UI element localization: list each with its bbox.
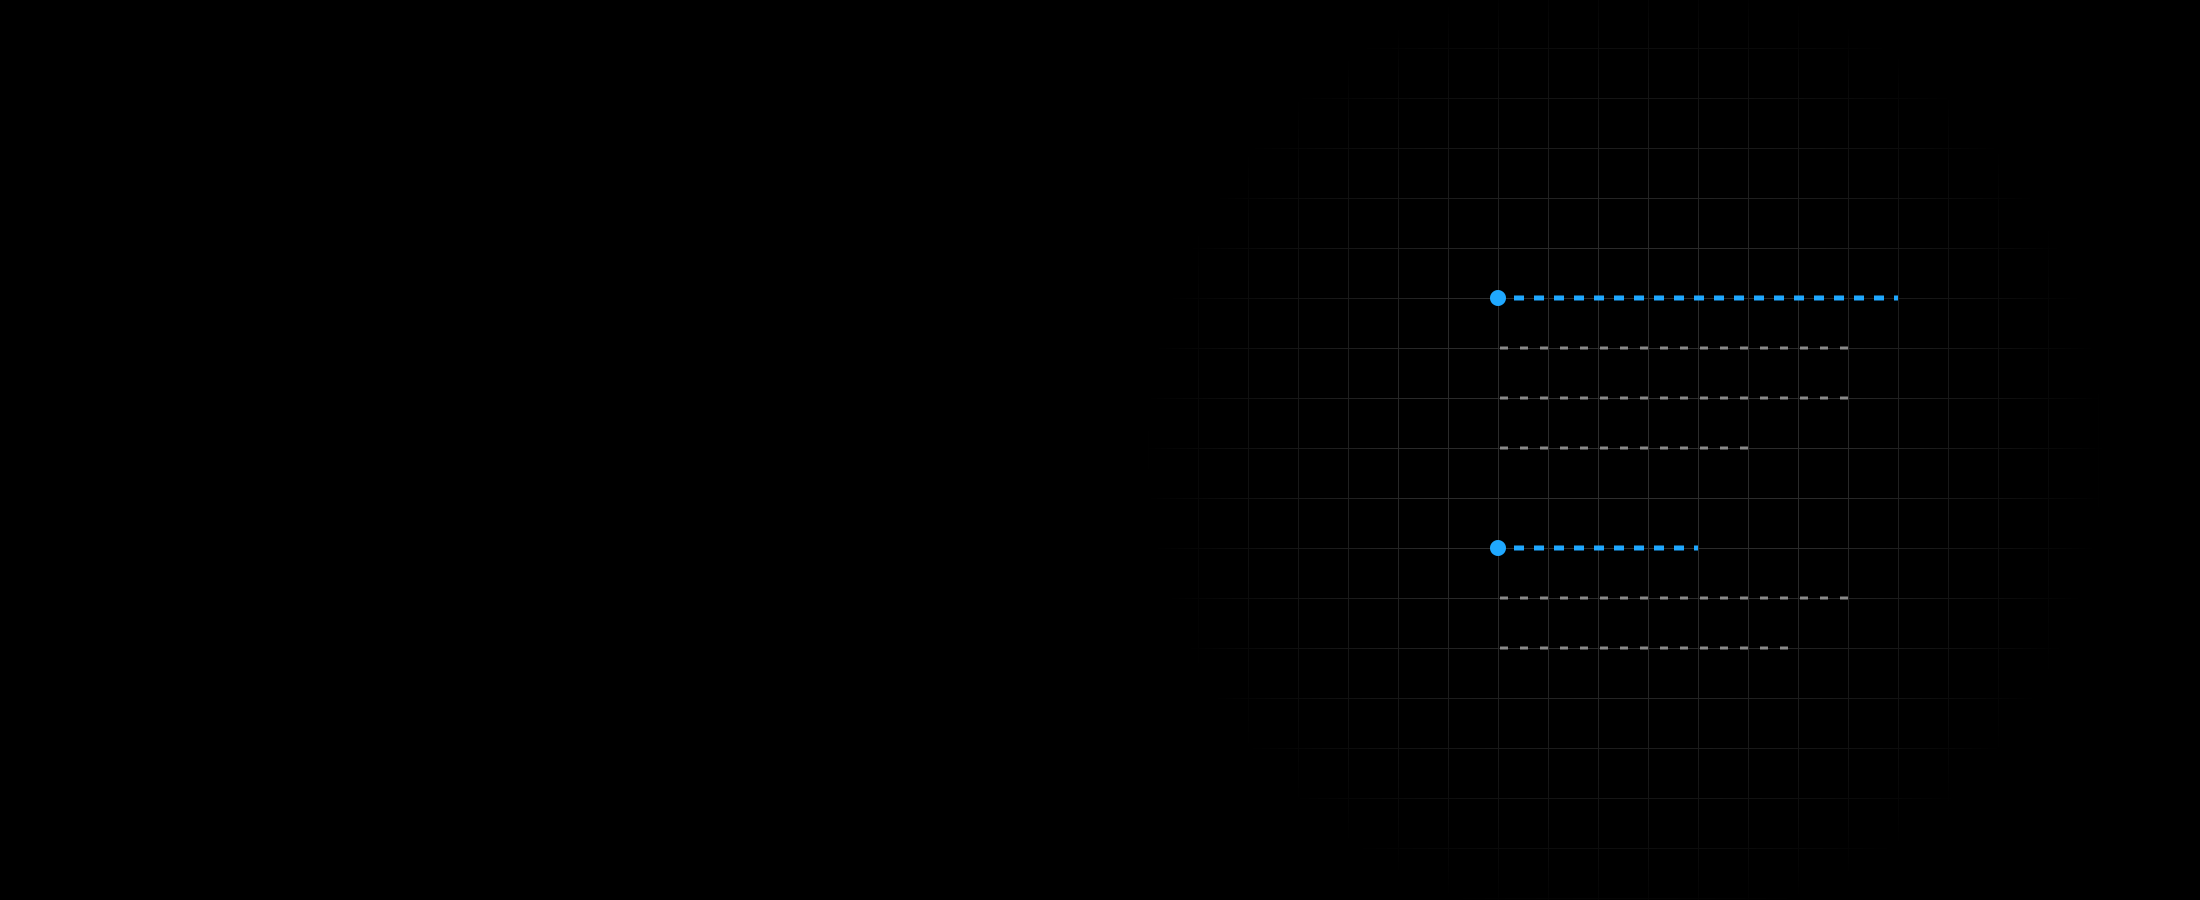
line-group: [1490, 540, 1848, 650]
dot-icon: [1490, 290, 1506, 306]
line-group: [1490, 290, 1898, 450]
grid-background: [1100, 0, 2200, 900]
line-groups: [1490, 290, 1898, 650]
dot-icon: [1490, 540, 1506, 556]
